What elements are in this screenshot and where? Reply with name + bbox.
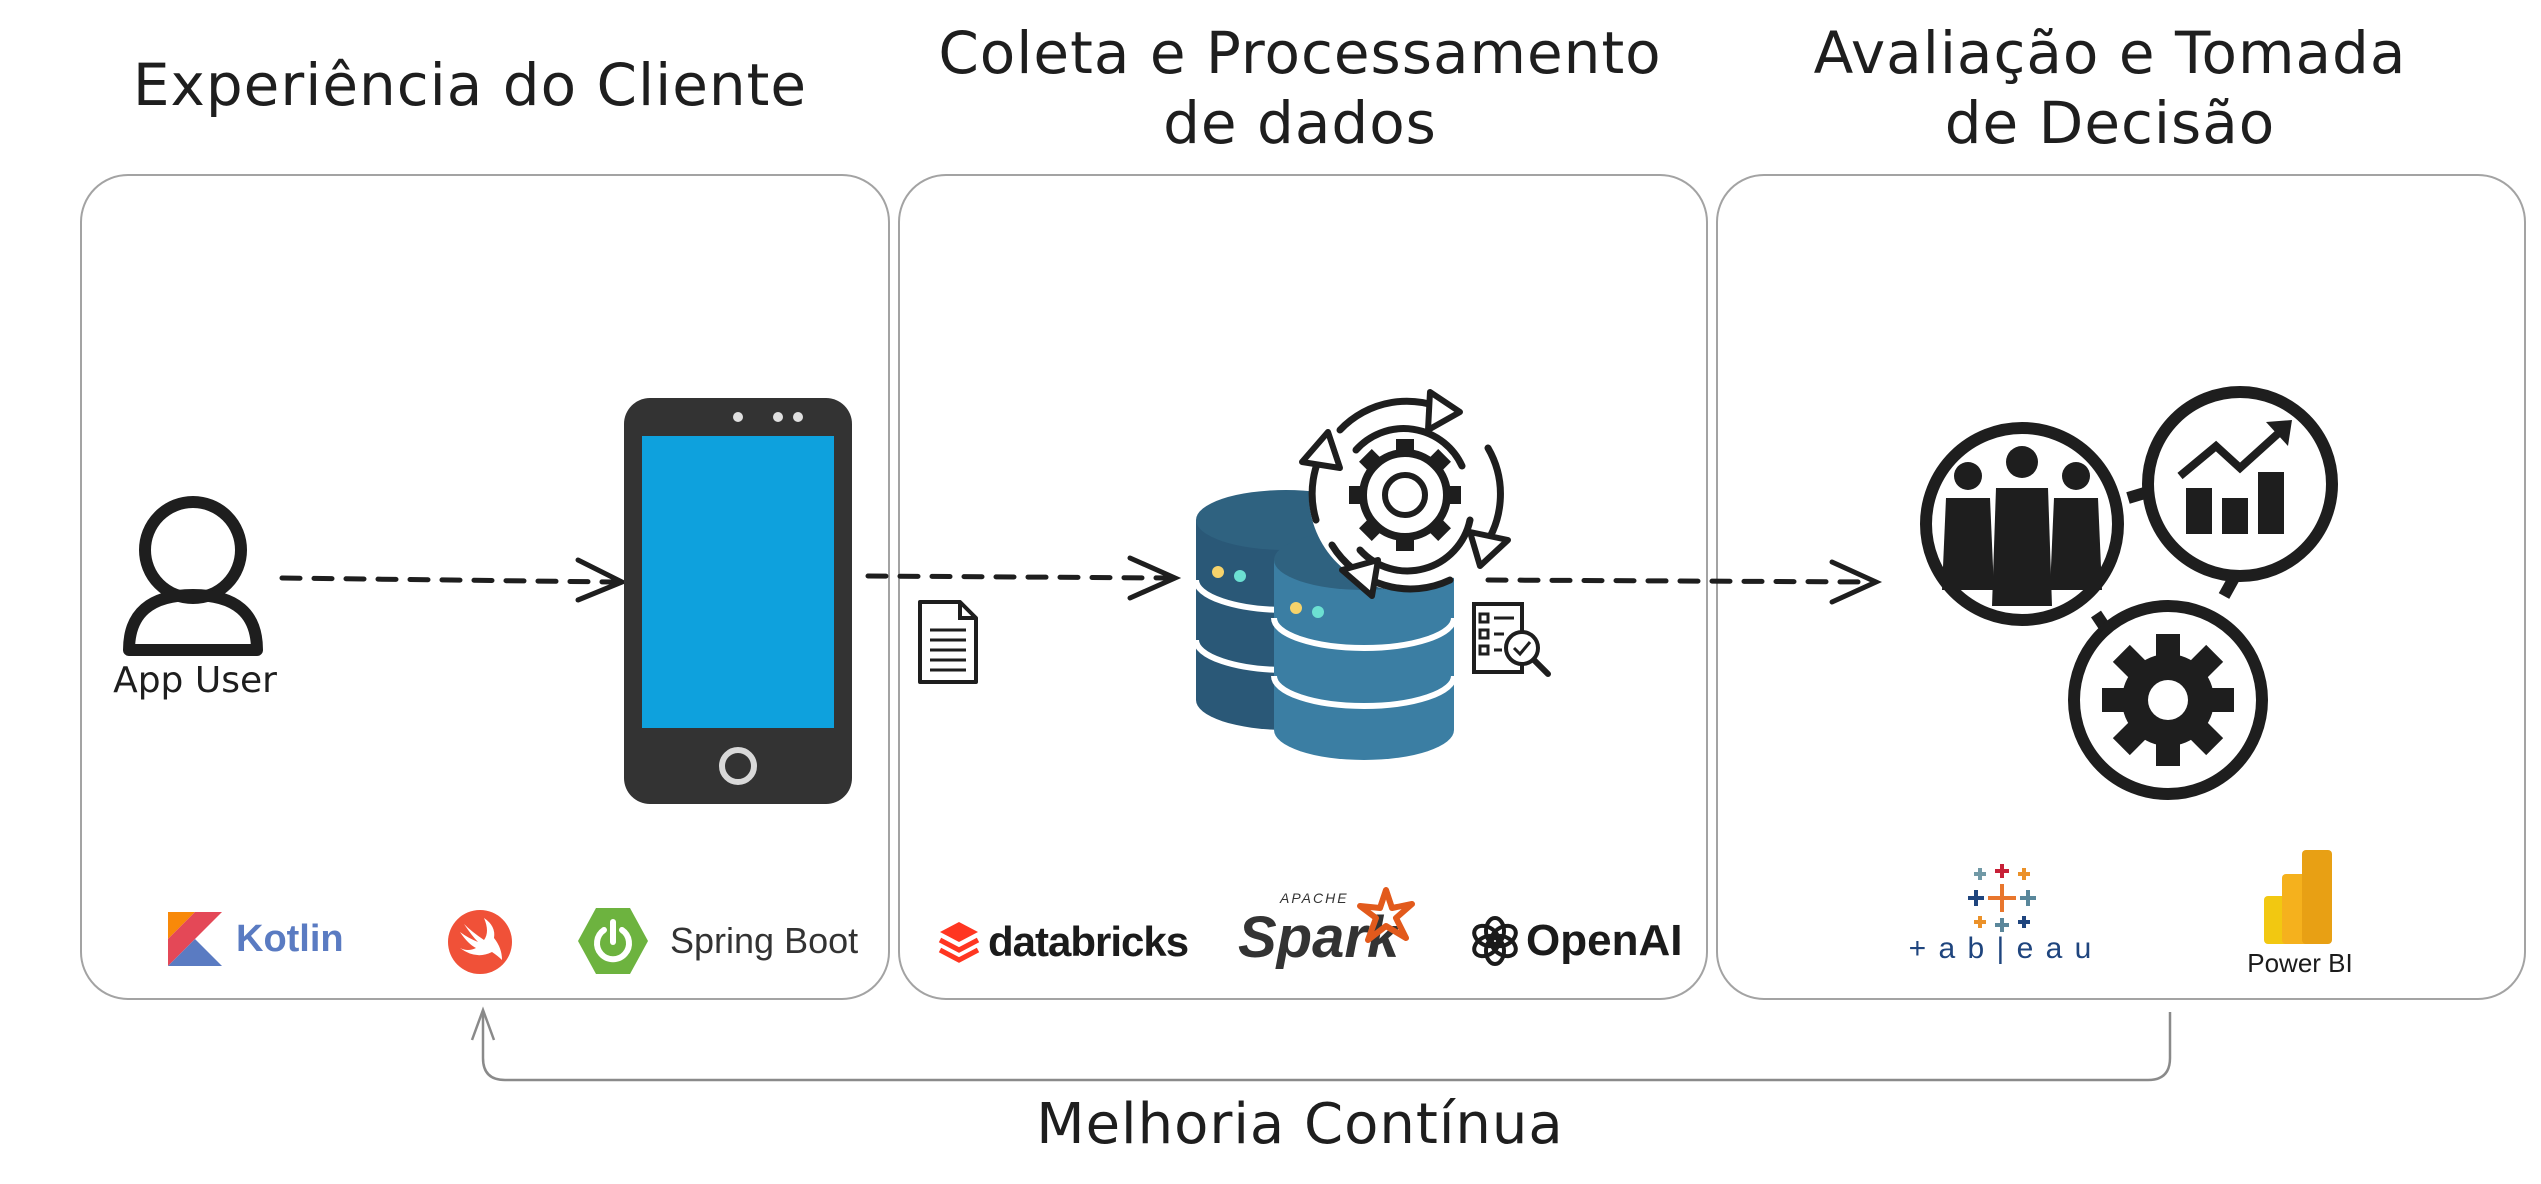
feedback-label: Melhoria Contínua [1036,1092,1564,1157]
kotlin-icon [168,912,222,966]
powerbi-logo-text: Power BI [2247,948,2353,978]
tableau-logo: + a b | e a u [1906,862,2096,972]
spring-boot-logo: Spring Boot [576,906,858,976]
team-icon [1920,422,2124,626]
user-icon [123,496,263,656]
spark-apache-text: APACHE [1280,890,1349,906]
feedback-loop-arrowhead [470,1006,496,1041]
user-label: App User [113,660,277,701]
arrow-phone-to-database [865,573,1171,581]
spring-boot-logo-text: Spring Boot [670,920,859,961]
spark-star-icon [1357,887,1415,943]
gear-icon [2068,600,2268,800]
databricks-icon [938,922,980,963]
smartphone-icon [624,398,852,804]
feedback-loop-line [481,1012,2172,1082]
kotlin-logo: Kotlin [168,912,344,966]
arrowhead-database-to-decision [1829,559,1883,605]
openai-icon [1472,916,1518,966]
arrow-database-to-decision [1485,577,1873,585]
databricks-logo-text: databricks [988,918,1189,965]
arrow-user-to-phone [279,575,618,585]
arrowhead-user-to-phone [575,557,629,603]
openai-logo-text: OpenAI [1526,916,1683,965]
tableau-logo-text: + a b | e a u [1908,932,2094,965]
growth-chart-icon [2142,386,2338,582]
spark-logo: APACHE Spark [1238,886,1418,976]
panel-decision-making [1716,174,2526,1000]
report-analysis-icon [1472,602,1551,677]
section-title-customer-experience: Experiência do Cliente [132,51,808,119]
spring-boot-icon [578,908,648,974]
openai-logo: OpenAI [1470,916,1682,966]
kotlin-logo-text: Kotlin [236,917,344,960]
section-title-decision-making: Avaliação e Tomada de Decisão [1813,19,2407,157]
decision-icons [1920,386,2338,800]
tableau-icon [1968,864,2036,932]
powerbi-icon [2264,850,2332,944]
arrowhead-phone-to-database [1127,555,1182,601]
databricks-logo: databricks [938,918,1189,966]
document-icon [918,600,978,684]
powerbi-logo: Power BI [2230,848,2370,980]
processing-cycle-icon [1299,389,1511,599]
section-title-data-processing: Coleta e Processamento de dados [938,19,1662,157]
swift-logo [448,910,512,974]
